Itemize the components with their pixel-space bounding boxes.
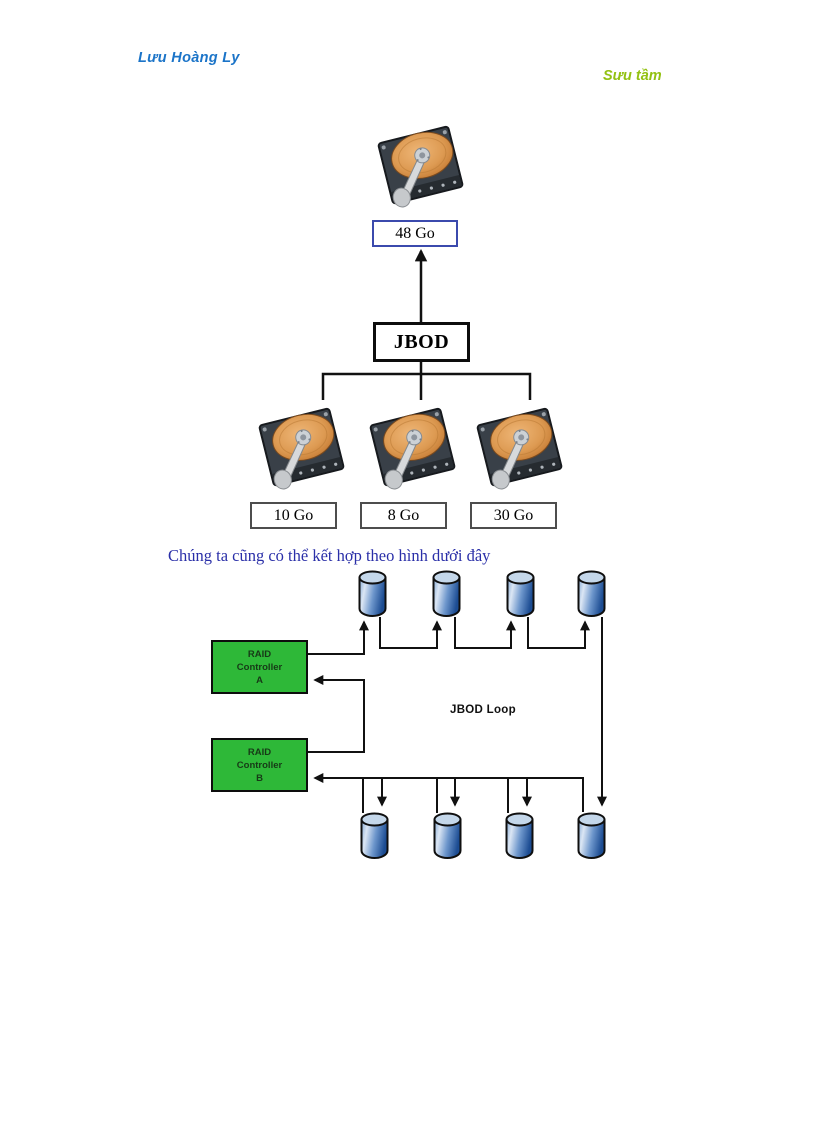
disk-cylinder <box>358 570 387 617</box>
disk-capacity-label: 30 Go <box>470 502 557 529</box>
raid-controller-a-line1: RAID <box>247 648 272 660</box>
disk-cylinder <box>360 812 389 859</box>
disk-cylinder <box>506 570 535 617</box>
arrow-topdisk1-to-topdisk2 <box>379 617 442 649</box>
hard-disk-image <box>253 400 351 497</box>
arrow-ctrl-b-to-ctrl-a <box>308 675 365 753</box>
raid-controller-b-line3: B <box>256 772 263 784</box>
combined-capacity-label: 48 Go <box>372 220 458 247</box>
raid-controller-a-line2: Controller <box>236 661 283 673</box>
disk-capacity-label: 10 Go <box>250 502 337 529</box>
source-credit: Sưu tầm <box>603 68 662 84</box>
hard-disk-image <box>471 400 569 497</box>
jbod-loop-label: JBOD Loop <box>450 704 516 716</box>
hard-disk-image <box>364 400 462 497</box>
arrow-topdisk2-to-topdisk3 <box>454 617 516 649</box>
raid-controller-b-box: RAID Controller B <box>211 738 308 792</box>
jbod-box-text: JBOD <box>393 330 450 353</box>
raid-controller-b-line2: Controller <box>236 759 283 771</box>
disk-cylinder <box>577 812 606 859</box>
arrow-ctrl-a-to-disk1 <box>308 620 369 655</box>
arrow-topdisk3-to-topdisk4 <box>527 617 590 649</box>
disk-cylinder <box>432 570 461 617</box>
hard-disk-image <box>372 118 470 215</box>
raid-controller-a-box: RAID Controller A <box>211 640 308 694</box>
arrow-bottom-chain-to-ctrl-b <box>313 773 584 812</box>
combined-capacity-text: 48 Go <box>395 224 435 242</box>
jbod-branch-lines <box>321 362 532 400</box>
disk-capacity-text: 10 Go <box>273 506 314 524</box>
author-name: Lưu Hoàng Ly <box>138 50 240 66</box>
raid-controller-a-line3: A <box>256 674 263 686</box>
disk-capacity-label: 8 Go <box>360 502 447 529</box>
disk-cylinder <box>577 570 606 617</box>
caption-text: Chúng ta cũng có thể kết hợp theo hình d… <box>168 546 491 565</box>
raid-controller-b-line1: RAID <box>247 746 272 758</box>
disk-cylinder <box>433 812 462 859</box>
disk-cylinder <box>505 812 534 859</box>
disk-capacity-text: 8 Go <box>387 506 420 524</box>
disk-capacity-text: 30 Go <box>493 506 534 524</box>
jbod-box: JBOD <box>373 322 470 362</box>
